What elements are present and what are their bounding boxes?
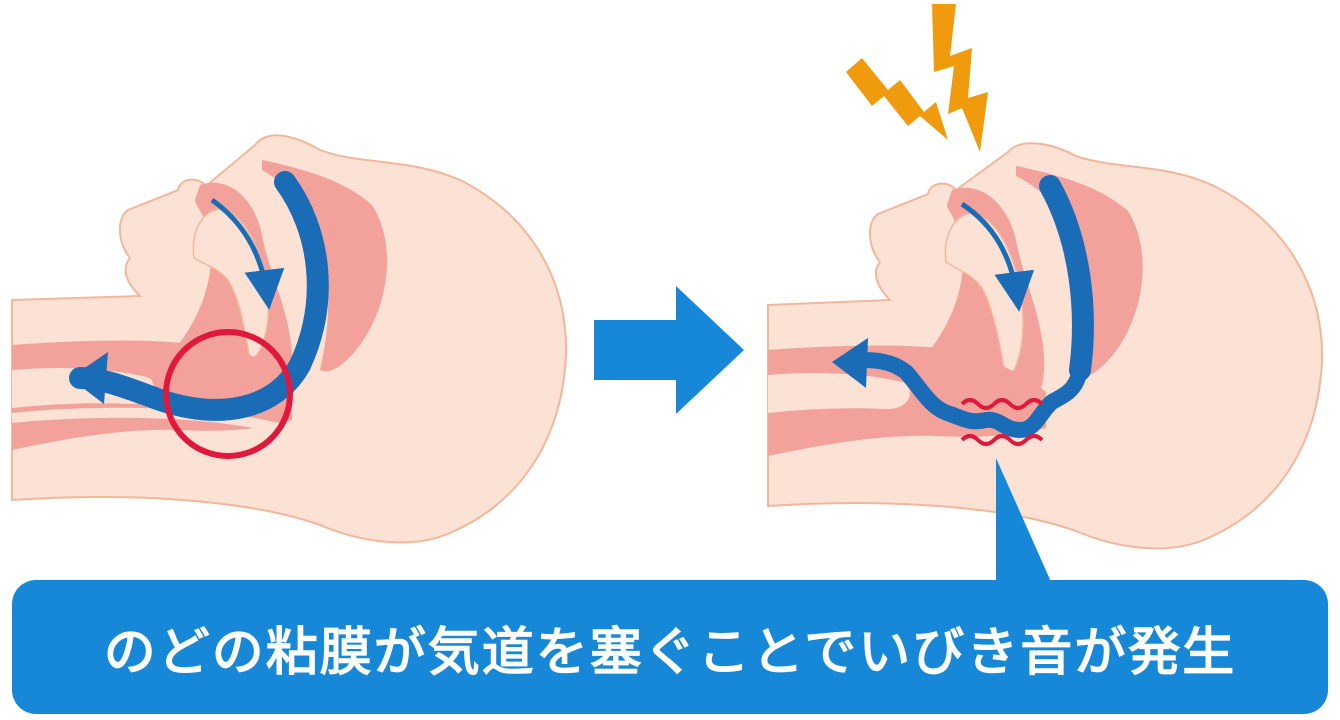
- vibration-wave-icon: [960, 398, 1044, 410]
- caption-text: のどの粘膜が気道を塞ぐことでいびき音が発生: [103, 622, 1237, 683]
- left-airflow-arrowhead: [70, 352, 108, 404]
- focus-circle: [163, 329, 293, 459]
- vibration-wave-icon-lower: [960, 434, 1044, 446]
- right-airflow-mouth: [960, 201, 1035, 312]
- left-head: [11, 134, 568, 544]
- right-airflow-arrowhead: [832, 338, 868, 388]
- left-nasal-cavity: [262, 160, 388, 372]
- right-head-skin: [767, 142, 1324, 550]
- right-trachea-inner: [768, 372, 910, 413]
- left-airflow-main: [69, 171, 329, 421]
- lightning-bolt-icon: [846, 58, 948, 140]
- left-airflow-mouth: [210, 197, 285, 310]
- right-nasal-cavity: [1016, 166, 1143, 378]
- right-airflow-inner: [1039, 175, 1094, 381]
- lightning-bolt-icon-2: [932, 4, 988, 152]
- caption-pointer: [996, 458, 1052, 584]
- arrow-right-icon: [594, 286, 744, 414]
- right-head: [767, 4, 1324, 584]
- caption-box: のどの粘膜が気道を塞ぐことでいびき音が発生: [12, 580, 1328, 714]
